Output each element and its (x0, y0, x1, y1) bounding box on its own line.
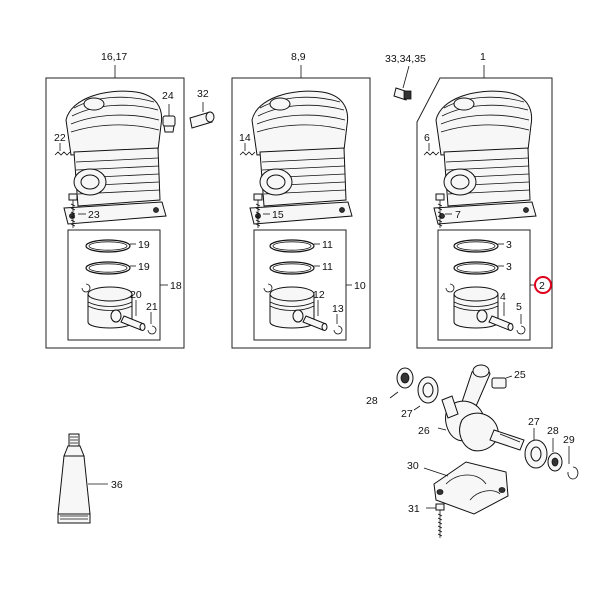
callout-24[interactable]: 24 (162, 90, 174, 102)
callout-7[interactable]: 7 (455, 209, 461, 221)
callout-29[interactable]: 29 (563, 434, 575, 446)
callout-15[interactable]: 15 (272, 209, 284, 221)
callout-28b[interactable]: 28 (547, 425, 559, 437)
circlip-left-10 (263, 283, 273, 293)
needle-bearing-25 (491, 377, 507, 389)
cylinder-part-1 (433, 90, 537, 225)
callout-1[interactable]: 1 (480, 51, 486, 63)
callout-33-34-35[interactable]: 33,34,35 (385, 53, 426, 65)
highlight-callout-2-ring (534, 276, 552, 294)
ring-11-lower (269, 261, 315, 275)
callout-20[interactable]: 20 (130, 289, 142, 301)
callout-12[interactable]: 12 (313, 289, 325, 301)
ring-19-lower (85, 261, 131, 275)
ball-bearing-27-right (524, 439, 548, 469)
spring-22 (54, 143, 71, 156)
callout-36[interactable]: 36 (111, 479, 123, 491)
kit-1-panel: 1 6 7 2 3 3 4 5 (416, 51, 553, 349)
ring-19-upper (85, 239, 131, 253)
callout-30[interactable]: 30 (407, 460, 419, 472)
callout-2[interactable]: 2 (539, 280, 545, 292)
callout-13[interactable]: 13 (332, 303, 344, 315)
callout-31[interactable]: 31 (408, 503, 420, 515)
circlip-13 (333, 325, 343, 335)
ring-3-upper (453, 239, 499, 253)
crankcase-30 (433, 461, 509, 515)
callout-21[interactable]: 21 (146, 301, 158, 313)
piston-pin-20 (120, 315, 146, 331)
bolt-31 (435, 503, 445, 539)
valve-33-34-35 (393, 65, 412, 101)
circlip-left-18 (81, 283, 91, 293)
callout-19b[interactable]: 19 (138, 261, 150, 273)
callout-27a[interactable]: 27 (401, 408, 413, 420)
sealant-tube-36 (57, 433, 91, 524)
callout-27b[interactable]: 27 (528, 416, 540, 428)
callout-10[interactable]: 10 (354, 280, 366, 292)
callout-18[interactable]: 18 (170, 280, 182, 292)
callout-25[interactable]: 25 (514, 369, 526, 381)
callout-19a[interactable]: 19 (138, 239, 150, 251)
crankshaft-assembly: 25 26 27 28 27 (366, 364, 579, 480)
ring-11-upper (269, 239, 315, 253)
callout-3b[interactable]: 3 (506, 261, 512, 273)
circlip-21 (147, 325, 157, 335)
circlip-5 (516, 325, 526, 335)
callout-23[interactable]: 23 (88, 209, 100, 221)
callout-6[interactable]: 6 (424, 132, 430, 144)
cylinder-part-16 (63, 90, 167, 225)
callout-26[interactable]: 26 (418, 425, 430, 437)
callout-11b[interactable]: 11 (322, 261, 333, 273)
oil-seal-28-left (396, 367, 414, 389)
cylinder-part-8 (249, 90, 353, 225)
circlip-29 (567, 466, 579, 480)
kit-8-9-panel: 8,9 14 15 10 11 11 12 13 (231, 51, 371, 349)
callout-22[interactable]: 22 (54, 132, 66, 144)
oil-seal-28-right (547, 452, 563, 472)
plug-24 (162, 104, 176, 133)
spring-14 (239, 143, 256, 156)
callout-5[interactable]: 5 (516, 301, 522, 313)
valve-32 (189, 102, 215, 129)
callout-14[interactable]: 14 (239, 132, 251, 144)
callout-3a[interactable]: 3 (506, 239, 512, 251)
ball-bearing-27-left (417, 376, 439, 404)
kit-16-17-panel: 16,17 24 32 22 23 18 19 19 (45, 51, 215, 349)
ring-3-lower (453, 261, 499, 275)
spring-6 (423, 143, 440, 156)
callout-11a[interactable]: 11 (322, 239, 333, 251)
callout-16-17[interactable]: 16,17 (101, 51, 127, 63)
piston-pin-4 (488, 315, 514, 331)
callout-28a[interactable]: 28 (366, 395, 378, 407)
callout-32[interactable]: 32 (197, 88, 209, 100)
circlip-left-2 (445, 283, 455, 293)
callout-4[interactable]: 4 (500, 291, 506, 303)
callout-8-9[interactable]: 8,9 (291, 51, 306, 63)
piston-pin-12 (302, 315, 328, 331)
